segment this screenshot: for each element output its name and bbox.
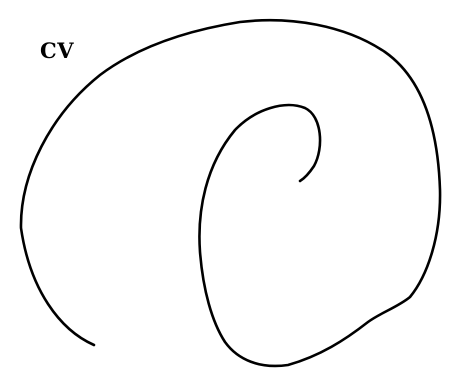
spiral-curve	[21, 20, 440, 366]
